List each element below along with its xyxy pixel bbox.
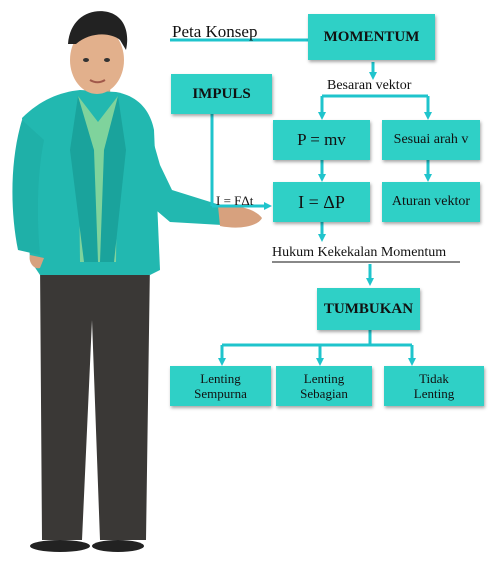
aturan-vektor-box: Aturan vektor	[382, 182, 480, 222]
tidak-lenting-line2: Lenting	[413, 386, 455, 401]
lenting-sempurna-line1: Lenting	[200, 371, 241, 386]
i-dp-label: I = ΔP	[298, 191, 345, 212]
aturan-vektor-label: Aturan vektor	[391, 194, 471, 209]
i-dp-box: I = ΔP	[273, 182, 370, 222]
lenting-sebagian-line1: Lenting	[303, 371, 345, 386]
besaran-vektor-label: Besaran vektor	[327, 78, 412, 93]
presenter-figure	[12, 11, 262, 552]
lenting-sebagian-box: Lenting Sebagian	[276, 366, 372, 406]
tidak-lenting-line1: Tidak	[419, 371, 449, 386]
sesuai-arah-box: Sesuai arah v	[382, 120, 480, 160]
lenting-sempurna-line2: Sempurna	[194, 386, 247, 401]
connector-lines	[170, 38, 432, 366]
momentum-label: MOMENTUM	[323, 28, 420, 45]
p-mv-label: P = mv	[297, 130, 346, 149]
page-title: Peta Konsep	[172, 22, 258, 41]
tidak-lenting-box: Tidak Lenting	[384, 366, 484, 406]
lenting-sempurna-box: Lenting Sempurna	[170, 366, 271, 406]
impuls-box: IMPULS	[171, 74, 272, 114]
momentum-box: MOMENTUM	[308, 14, 435, 60]
impuls-label: IMPULS	[192, 85, 251, 102]
tumbukan-label: TUMBUKAN	[323, 300, 414, 317]
sesuai-arah-label: Sesuai arah v	[393, 132, 469, 147]
hukum-label: Hukum Kekekalan Momentum	[272, 245, 447, 260]
lenting-sebagian-line2: Sebagian	[300, 386, 348, 401]
p-mv-box: P = mv	[273, 120, 370, 160]
impuls-formula-label: I = FΔt	[216, 193, 254, 208]
tumbukan-box: TUMBUKAN	[317, 288, 420, 330]
